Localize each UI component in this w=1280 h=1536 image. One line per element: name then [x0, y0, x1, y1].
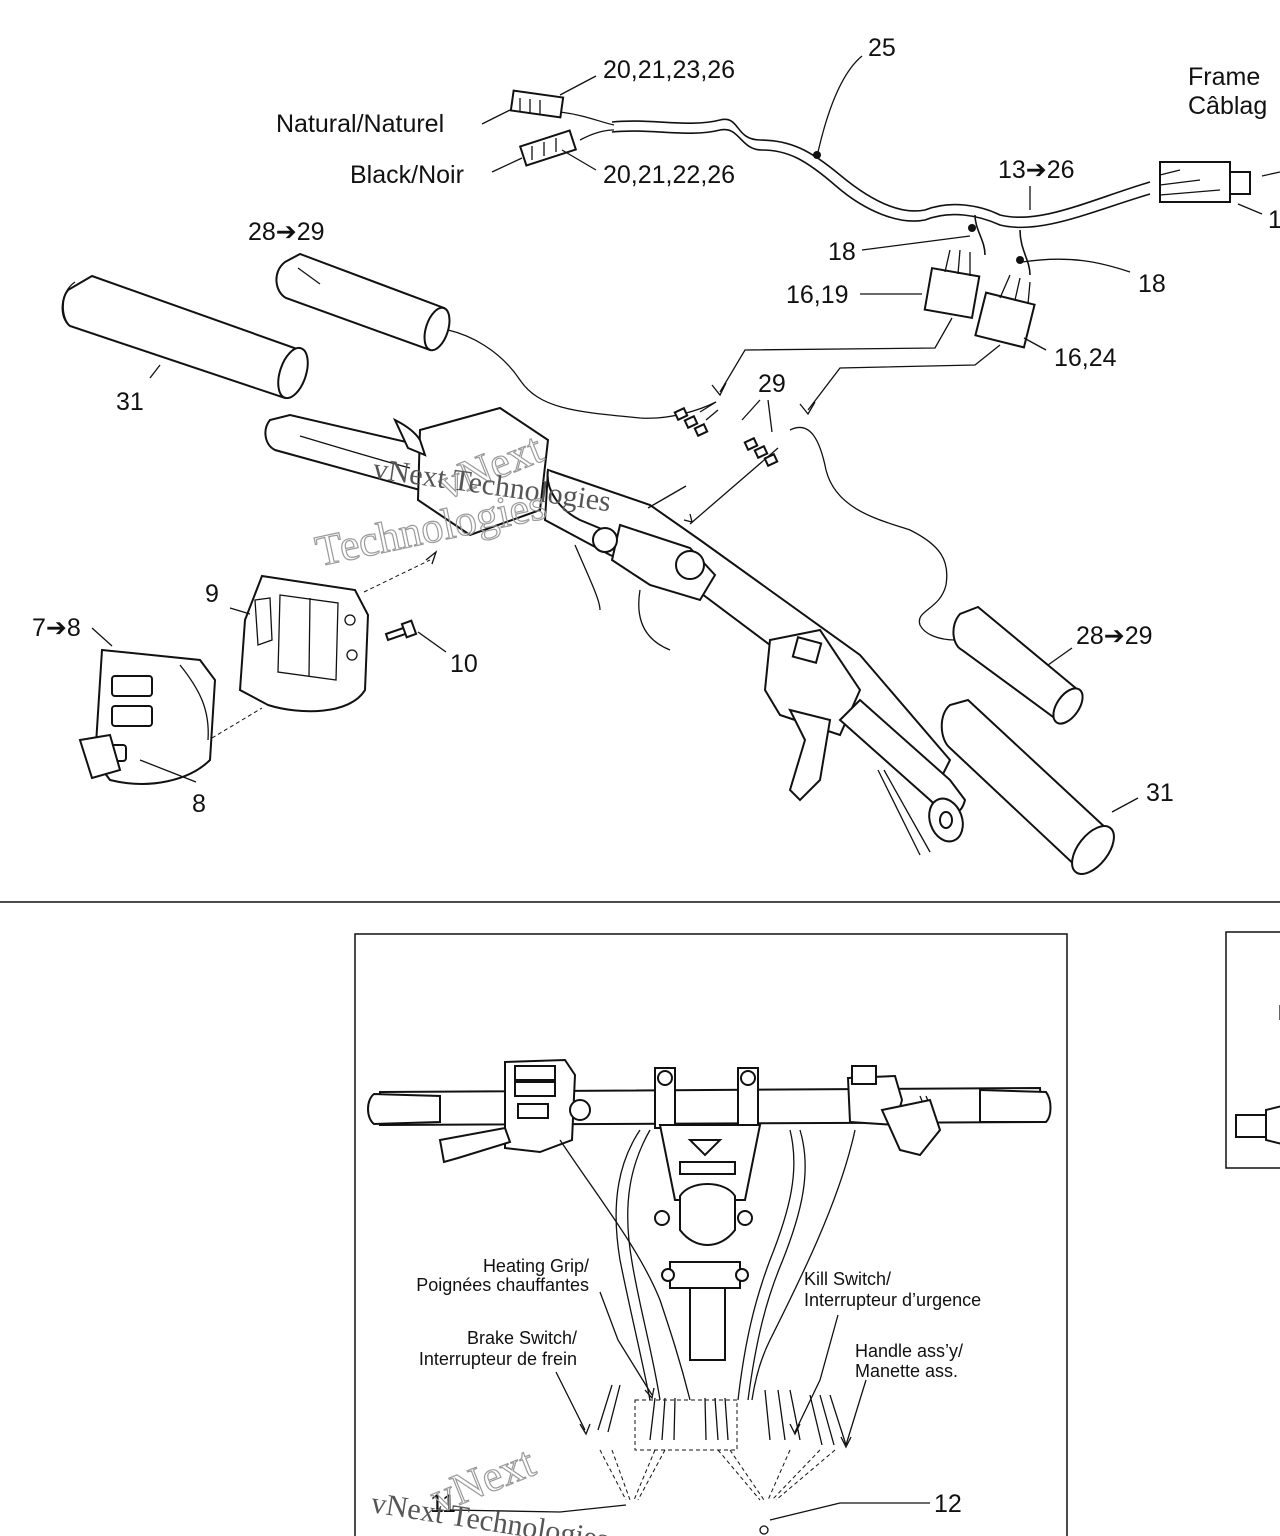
right-grip-31: [940, 698, 1115, 875]
left-grip-31: [61, 274, 309, 400]
callout-25: 25: [868, 34, 896, 62]
right-heater-plug: [743, 426, 956, 641]
screw-10: [384, 619, 418, 642]
callout-16-24: 16,24: [1054, 344, 1117, 372]
callout-16-19: 16,19: [786, 281, 849, 309]
lower-leaders: [91, 267, 1139, 813]
top-leaders: [481, 55, 1280, 433]
label-kill-1: Kill Switch/: [804, 1269, 891, 1289]
left-heater-plug: [673, 401, 719, 438]
callout-31-left: 31: [116, 388, 144, 416]
callout-8: 8: [192, 790, 206, 818]
label-handle-2: Manette ass.: [855, 1361, 958, 1381]
natural-connector: [509, 89, 565, 119]
callout-28-29-top: 28➔29: [248, 218, 325, 246]
callout-20-21-23-26: 20,21,23,26: [603, 56, 735, 84]
callout-29: 29: [758, 370, 786, 398]
label-cablage: Câblag: [1188, 92, 1267, 120]
wiring-harness: [509, 89, 1251, 349]
black-connector: [518, 129, 578, 167]
callout-18-right: 18: [1138, 270, 1166, 298]
connector-16-19: [923, 249, 981, 320]
callout-9: 9: [205, 580, 219, 608]
switch-assembly-7: [78, 648, 217, 785]
bottom-leaders: [449, 1291, 930, 1535]
label-brake-2: Interrupteur de frein: [419, 1349, 577, 1369]
frame-connector: [1159, 161, 1251, 203]
callout-11: 11: [430, 1490, 456, 1518]
label-handle-1: Handle ass’y/: [855, 1341, 963, 1361]
left-grip-28: [275, 252, 717, 419]
callout-10: 10: [450, 650, 478, 678]
label-brake-1: Brake Switch/: [467, 1328, 577, 1348]
callout-18-left: 18: [828, 238, 856, 266]
label-kill-2: Interrupteur d’urgence: [804, 1290, 981, 1310]
handlebar: [264, 406, 967, 856]
label-frame: Frame: [1188, 63, 1260, 91]
right-grip-28: [952, 605, 1084, 725]
front-handlebar: [367, 1058, 1052, 1501]
side-panel-part: [1235, 1005, 1280, 1145]
callout-1: 1: [1268, 206, 1280, 234]
callout-31-right: 31: [1146, 779, 1174, 807]
switch-cover-9: [238, 574, 370, 713]
callout-12: 12: [934, 1490, 962, 1518]
callout-20-21-22-26: 20,21,22,26: [603, 161, 735, 189]
callout-28-29-right: 28➔29: [1076, 622, 1153, 650]
callout-7-8: 7➔8: [32, 614, 81, 642]
callout-13-26: 13➔26: [998, 156, 1075, 184]
label-heating-1: Heating Grip/: [483, 1256, 589, 1276]
label-heating-2: Poignées chauffantes: [416, 1275, 589, 1295]
label-natural: Natural/Naturel: [276, 110, 444, 138]
label-black: Black/Noir: [350, 161, 464, 189]
connector-16-24: [974, 274, 1036, 349]
